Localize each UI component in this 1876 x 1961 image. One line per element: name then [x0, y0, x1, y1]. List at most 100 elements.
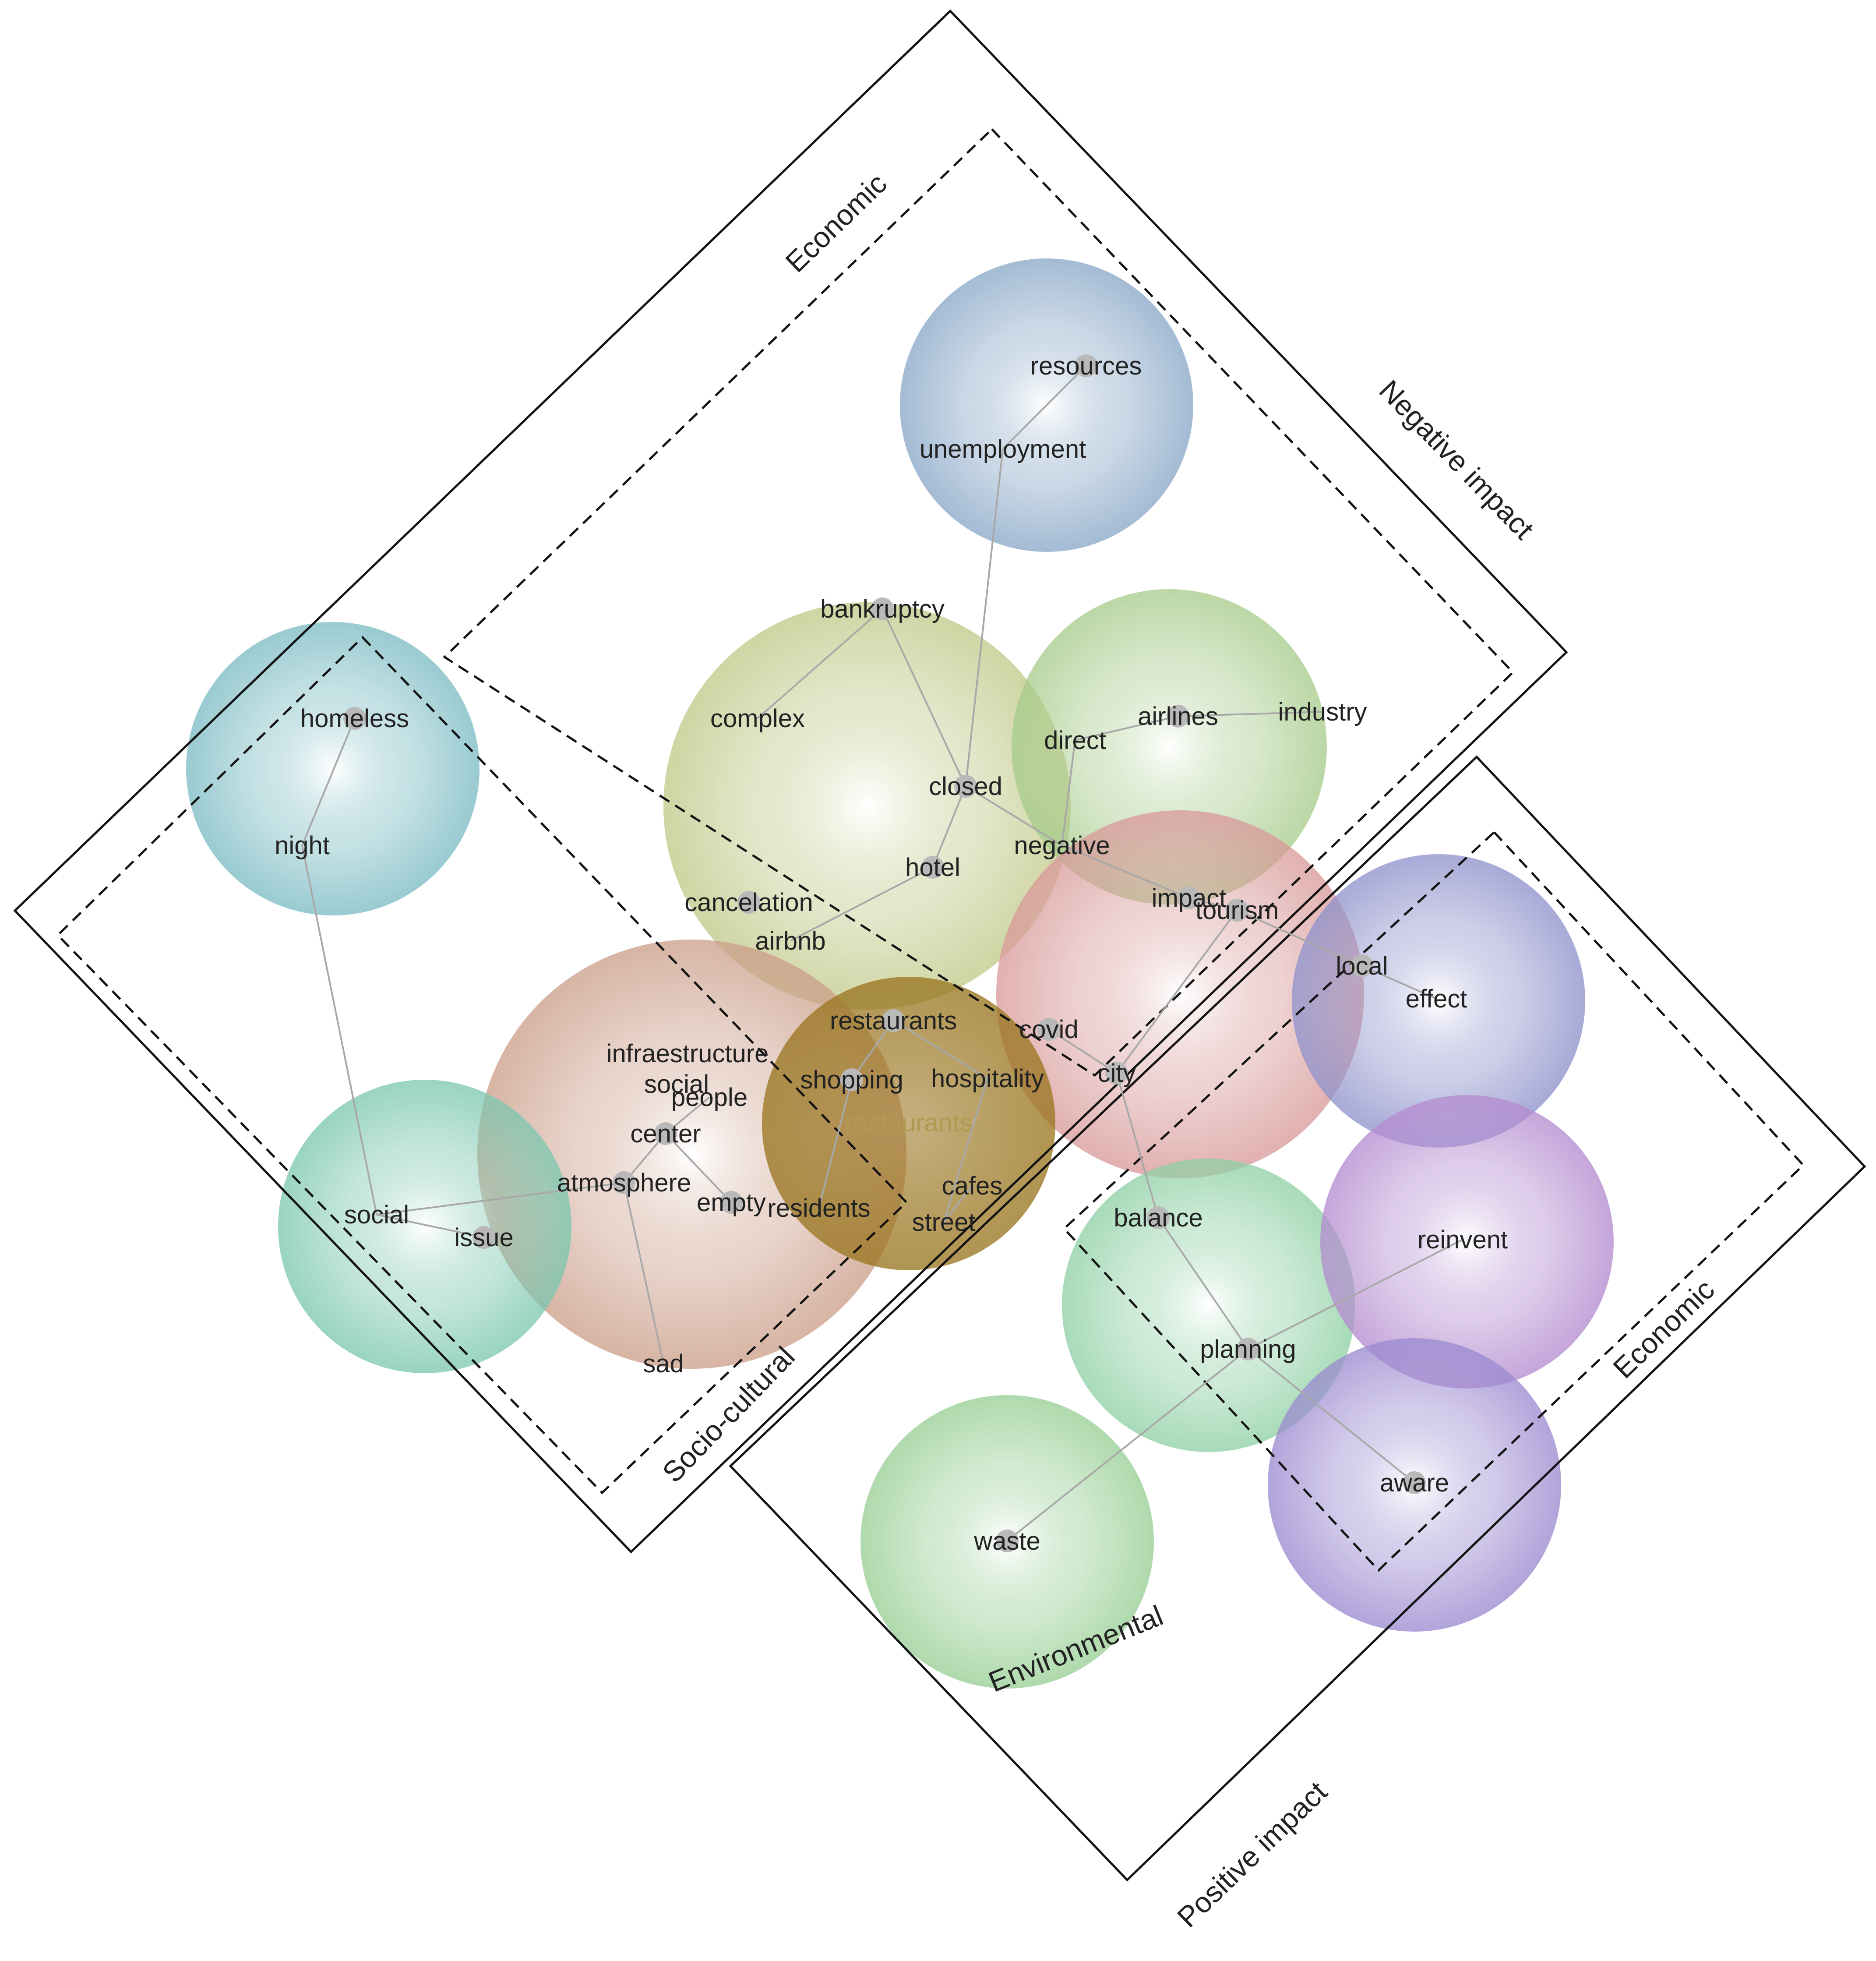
- node-dot-homeless: [343, 707, 366, 730]
- node-dot-cancelation: [737, 891, 760, 914]
- edge-planning-waste: [1006, 1348, 1249, 1542]
- node-dot-issue: [473, 1226, 495, 1249]
- node-label-shopping: shopping: [800, 1066, 903, 1094]
- edge-city-balance: [1116, 1073, 1159, 1218]
- edge-local-effect: [1361, 965, 1437, 1000]
- node-dot-balance: [1147, 1206, 1170, 1229]
- node-label-bankruptcy: bankruptcy: [820, 595, 945, 623]
- node-label-homeless: homeless: [300, 704, 409, 733]
- edge-balance-planning: [1157, 1217, 1249, 1350]
- node-label-direct: direct: [1044, 726, 1106, 755]
- socio-cultural-dashed-frame: [56, 636, 908, 1495]
- node-label-night: night: [275, 831, 330, 860]
- node-dot-tourism: [1226, 899, 1248, 922]
- node-label-hospitality: hospitality: [931, 1064, 1044, 1093]
- node-label-city: city: [1098, 1059, 1136, 1088]
- node-label-issue: issue: [454, 1223, 513, 1252]
- node-dot-empty: [720, 1191, 743, 1214]
- economic-negative-dashed-frame: [442, 127, 1515, 1077]
- node-dot-shopping: [840, 1068, 863, 1091]
- node-dot-center: [654, 1122, 677, 1145]
- node-dot-restaurants-top: [882, 1009, 905, 1032]
- node-label-local: local: [1336, 952, 1388, 980]
- node-label-impact: impact: [1152, 884, 1227, 912]
- node-label-infraestructure: infraestructure: [607, 1039, 769, 1068]
- cluster-bubble-social-issue: [278, 1080, 571, 1373]
- region-label-negative-impact: Negative impact: [1373, 374, 1541, 545]
- node-dot-city: [1105, 1062, 1128, 1085]
- cluster-bubble-balance: [1062, 1159, 1355, 1452]
- node-label-tourism: tourism: [1195, 896, 1279, 925]
- edge-airlines-industry: [1178, 711, 1323, 717]
- edge-closed-hotel: [932, 786, 966, 868]
- node-label-industry: industry: [1278, 698, 1367, 726]
- economic-positive-dashed-frame: [1062, 830, 1805, 1572]
- node-label-airbnb: airbnb: [755, 927, 825, 955]
- edge-hotel-airbnb: [790, 866, 933, 942]
- node-dot-planning: [1237, 1338, 1259, 1360]
- cluster-layer: [186, 258, 1614, 1689]
- edge-resources-unemployment: [1002, 365, 1087, 450]
- edge-center-empty: [665, 1133, 732, 1203]
- edge-direct-negative: [1061, 740, 1076, 846]
- edge-homeless-night: [301, 718, 356, 846]
- cluster-bubble-local: [1292, 854, 1585, 1148]
- cluster-bubble-homeless: [186, 622, 480, 915]
- node-label-center: center: [630, 1120, 701, 1148]
- node-dot-hotel: [921, 856, 944, 879]
- edge-cafes-street: [943, 1185, 973, 1223]
- node-label-atmosphere: atmosphere: [557, 1169, 691, 1197]
- edge-social-atmosphere: [376, 1182, 624, 1215]
- node-label-hotel: hotel: [905, 853, 960, 882]
- node-label-effect: effect: [1406, 985, 1467, 1013]
- edge-bankruptcy-closed: [882, 608, 966, 787]
- edge-social-issue: [376, 1214, 484, 1238]
- cluster-bubble-reinvent: [1320, 1095, 1614, 1389]
- positive-impact-frame: [729, 755, 1866, 1882]
- node-label-resources: resources: [1030, 352, 1142, 380]
- edge-tourism-local: [1237, 909, 1362, 967]
- cluster-bubble-closed: [663, 602, 1071, 1010]
- node-label-complex: complex: [710, 704, 805, 733]
- node-label-people: people: [671, 1083, 748, 1112]
- node-label-empty: empty: [697, 1188, 766, 1217]
- node-label-cancelation: cancelation: [684, 888, 813, 917]
- node-dot-resources: [1075, 354, 1097, 377]
- node-label-airlines: airlines: [1138, 702, 1218, 731]
- node-label-social: social: [344, 1201, 409, 1229]
- edge-atmosphere-sad: [623, 1182, 664, 1364]
- edge-planning-reinvent: [1248, 1239, 1463, 1350]
- frame-layer: [13, 9, 1866, 1882]
- node-label-balance: balance: [1114, 1204, 1202, 1232]
- node-label-unemployment: unemployment: [920, 435, 1086, 463]
- edge-restaurants-top-shopping: [851, 1020, 894, 1081]
- node-label-restaurants-center: restaurants: [845, 1109, 972, 1137]
- node-dot-impact: [1178, 887, 1200, 909]
- edge-direct-airlines: [1075, 715, 1178, 741]
- edge-negative-impact: [1061, 844, 1189, 899]
- edge-bankruptcy-complex: [757, 608, 883, 719]
- node-label-aware: aware: [1380, 1469, 1449, 1497]
- node-dot-bankruptcy: [871, 597, 894, 620]
- node-label-reinvent: reinvent: [1418, 1226, 1508, 1254]
- node-label-sad: sad: [643, 1350, 684, 1378]
- edge-shopping-residents: [818, 1079, 853, 1208]
- node-layer: resources unemployment bankruptcy complex cl…: [275, 352, 1508, 1555]
- cluster-bubble-restaurants: [762, 977, 1055, 1270]
- node-label-cafes: cafes: [942, 1172, 1003, 1200]
- node-dot-covid: [1037, 1018, 1060, 1041]
- edge-covid-city: [1048, 1028, 1118, 1074]
- node-dot-local: [1351, 954, 1373, 977]
- node-dot-aware: [1403, 1471, 1426, 1494]
- node-dot-waste: [996, 1530, 1019, 1552]
- node-label-covid: covid: [1019, 1015, 1078, 1044]
- region-label-positive-impact: Positive impact: [1171, 1775, 1333, 1934]
- node-dot-closed: [954, 775, 977, 798]
- edge-closed-negative: [965, 785, 1063, 846]
- edge-tourism-city: [1116, 909, 1238, 1074]
- edge-planning-aware: [1247, 1348, 1415, 1484]
- edge-hospitality-street: [943, 1078, 988, 1223]
- edge-restaurants-top-hospitality: [892, 1020, 988, 1079]
- node-label-closed: closed: [929, 772, 1002, 801]
- node-dot-atmosphere: [613, 1171, 635, 1194]
